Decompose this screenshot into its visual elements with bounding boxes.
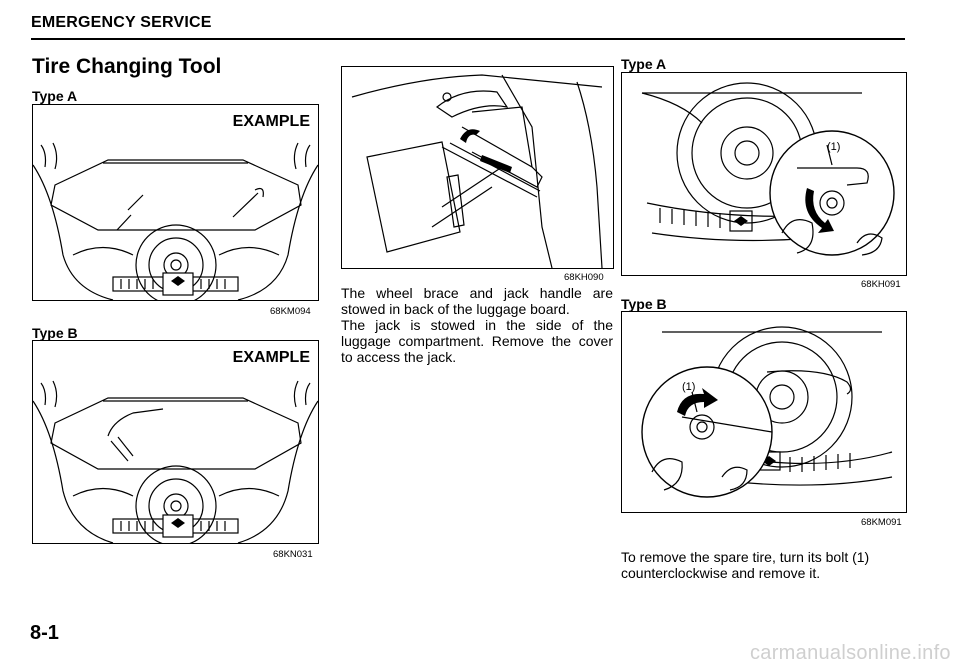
left-type-a-figure: EXAMPLE bbox=[32, 104, 319, 301]
right-instruction: To remove the spare tire, turn its bolt … bbox=[621, 549, 870, 581]
trunk-tool-illustration-a bbox=[33, 142, 318, 300]
left-type-b-code: 68KN031 bbox=[273, 549, 313, 560]
right-type-a-label: Type A bbox=[621, 56, 667, 72]
middle-paragraph-2: The jack is stowed in the side of the lu… bbox=[341, 317, 613, 365]
right-type-b-figure: (1) bbox=[621, 311, 907, 513]
jack-compartment-illustration bbox=[351, 74, 603, 268]
spare-tire-bolt-illustration-b: (1) bbox=[641, 326, 893, 498]
jack-compartment-figure bbox=[341, 66, 614, 269]
trunk-tool-illustration-b bbox=[33, 380, 318, 543]
page-number: 8-1 bbox=[30, 622, 59, 644]
left-type-a-example: EXAMPLE bbox=[232, 113, 310, 130]
left-type-a-label: Type A bbox=[32, 88, 78, 104]
page-title: Tire Changing Tool bbox=[32, 55, 222, 78]
header-rule bbox=[31, 38, 905, 40]
right-type-b-code: 68KM091 bbox=[861, 517, 902, 528]
right-type-b-label: Type B bbox=[621, 296, 667, 312]
middle-paragraph-1: The wheel brace and jack handle are stow… bbox=[341, 285, 613, 317]
middle-figure-code: 68KH090 bbox=[564, 272, 604, 283]
spare-tire-bolt-illustration-a: (1) bbox=[641, 82, 895, 256]
right-type-a-code: 68KH091 bbox=[861, 279, 901, 290]
watermark: carmanualsonline.info bbox=[750, 642, 951, 664]
left-type-b-figure: EXAMPLE bbox=[32, 340, 319, 544]
left-type-b-example: EXAMPLE bbox=[232, 349, 310, 366]
right-type-b-callout: (1) bbox=[682, 381, 695, 393]
left-type-b-label: Type B bbox=[32, 325, 78, 341]
section-header: EMERGENCY SERVICE bbox=[31, 14, 212, 31]
right-type-a-callout: (1) bbox=[827, 141, 840, 153]
right-type-a-figure: (1) bbox=[621, 72, 907, 276]
left-type-a-code: 68KM094 bbox=[270, 306, 311, 317]
